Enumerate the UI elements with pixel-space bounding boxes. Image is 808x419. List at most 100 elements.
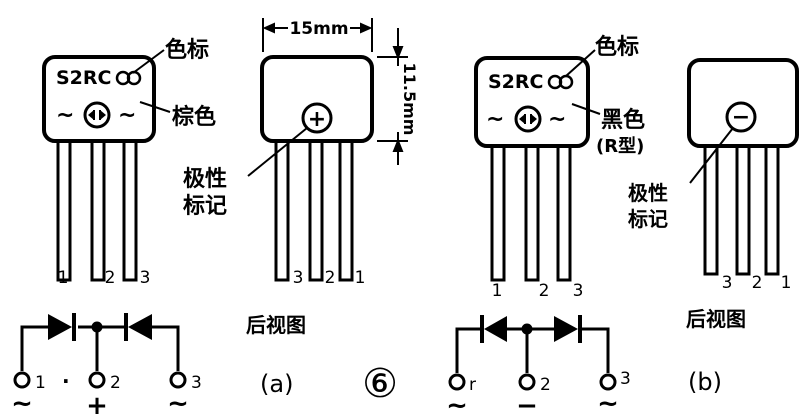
panel-a-rear-leads (274, 138, 354, 282)
panel-b-body-color-label: 黑色 (601, 107, 645, 133)
panel-b-front-pin-label-2: 2 (539, 281, 550, 301)
panel-a-front-leads (56, 138, 138, 282)
lead-1 (338, 138, 354, 282)
panel-b-rear-pin-label-3: 3 (722, 273, 733, 293)
terminal-3 (599, 373, 617, 391)
bridge-symbol-icon (83, 101, 111, 129)
panel-b-terminal-label-3: 3 (620, 369, 631, 389)
panel-b-rear-component: − 3 2 1 (687, 58, 799, 293)
panel-a-polarity-symbol: + (308, 107, 326, 132)
panel-a-rear-pin-label-3: 3 (293, 268, 304, 288)
panel-b-rear-leads (703, 142, 780, 276)
lead-3 (274, 138, 290, 282)
panel-a-rear-pin-label-2: 2 (325, 268, 336, 288)
panel-a-front-pin-label-3: 3 (140, 268, 151, 288)
panel-b-color-mark-label: 色标 (595, 34, 639, 60)
panel-b-terminal-symbol-2: − (516, 391, 538, 419)
panel-b-polarity-symbol: − (732, 105, 750, 130)
panel-a-front-component: S2RC ~ ~ 1 2 3 (42, 55, 156, 288)
ac-tilde-right-icon: ~ (548, 107, 566, 132)
panel-a-front-pin-label-1: 1 (58, 268, 69, 288)
terminal-2 (518, 373, 536, 391)
panel-b-front-leads (490, 142, 572, 282)
panel-b-polarity-label-line2: 标记 (628, 207, 668, 231)
panel-a-terminal-symbol-3: ~ (167, 389, 189, 419)
panel-a-circuit (20, 321, 180, 371)
terminal-3 (169, 371, 187, 389)
terminal-2 (88, 371, 106, 389)
panel-a-color-mark-label: 色标 (165, 37, 209, 63)
lead-2 (735, 142, 751, 276)
panel-b-caption: (b) (688, 368, 722, 396)
panel-b-view-label: 后视图 (686, 307, 746, 331)
panel-b-diode-2-icon (554, 315, 582, 343)
panel-b-terminal-label-2: 2 (540, 375, 551, 395)
panel-b-body-color-leader (571, 103, 601, 115)
terminal-1 (448, 373, 466, 391)
panel-a-view-label: 后视图 (246, 313, 306, 337)
lead-2 (308, 138, 324, 282)
panel-b-front-pin-label-1: 1 (492, 281, 503, 301)
ac-tilde-left-icon: ~ (486, 107, 504, 132)
lead-2 (524, 142, 540, 282)
polarity-minus-circle-icon (725, 101, 757, 133)
panel-a-front-body (42, 55, 156, 143)
ac-tilde-left-icon: ~ (56, 103, 74, 128)
panel-a-color-mark-leader (132, 49, 165, 74)
lead-3 (556, 142, 572, 282)
bridge-symbol-icon (514, 105, 542, 133)
height-dim-label-bg (388, 66, 408, 132)
panel-a-front-pin-label-2: 2 (105, 268, 116, 288)
panel-a-diode-1-icon (48, 313, 76, 341)
panel-a-marking: S2RC (56, 67, 111, 89)
lead-1 (764, 142, 780, 276)
panel-b-terminal-symbol-3: ~ (597, 389, 619, 419)
panel-a-rear-component: + 3 2 1 (260, 55, 374, 288)
panel-a-circuit-separator: · (62, 369, 70, 393)
panel-b-polarity-leader (689, 127, 734, 184)
panel-a-body-color-label: 棕色 (172, 104, 216, 130)
panel-b-terminal-label-1: r (469, 375, 476, 395)
terminal-1 (13, 371, 31, 389)
width-dim-label-bg (288, 18, 350, 38)
panel-b-front-component: S2RC ~ ~ 1 2 3 (474, 56, 590, 301)
lead-2 (90, 138, 106, 282)
panel-a-terminal-label-1: 1 (35, 373, 46, 393)
panel-a-terminal-symbol-2: + (86, 391, 108, 419)
panel-a-terminal-label-3: 3 (191, 373, 202, 393)
panel-a-terminal-label-2: 2 (110, 373, 121, 393)
panel-b-type-label: (R型) (596, 135, 644, 157)
panel-a-rear-body (260, 55, 374, 143)
lead-1 (56, 138, 72, 282)
width-dimension-label: 15mm (289, 19, 348, 39)
panel-a-diode-2-icon (124, 313, 152, 341)
panel-a-terminals (13, 371, 187, 389)
panel-b-terminals (448, 373, 617, 391)
panel-b-rear-pin-label-2: 2 (752, 273, 763, 293)
panel-b-rear-pin-label-1: 1 (781, 273, 792, 293)
panel-b-front-pin-label-3: 3 (573, 281, 584, 301)
panel-a-polarity-label-line1: 极性 (183, 167, 227, 192)
lead-3 (703, 142, 719, 276)
panel-a-polarity-label-line2: 标记 (183, 193, 227, 219)
panel-a-rear-pin-label-1: 1 (355, 268, 366, 288)
panel-b-diode-1-icon (480, 315, 507, 343)
figure-number: ⑥ (362, 361, 398, 407)
panel-b-circuit (455, 323, 610, 373)
panel-b-terminal-symbol-1: ~ (446, 391, 468, 419)
polarity-plus-circle-icon (301, 102, 333, 134)
lead-1 (490, 142, 506, 282)
panel-b-polarity-label-line1: 极性 (628, 181, 668, 205)
height-dimension (377, 28, 408, 165)
panel-a-body-color-leader (139, 101, 171, 113)
lead-3 (122, 138, 138, 282)
height-dimension-label: 11.5mm (400, 63, 419, 136)
panel-b-color-mark-leader (565, 49, 596, 77)
panel-b-marking: S2RC (488, 71, 543, 93)
ac-tilde-right-icon: ~ (118, 103, 136, 128)
panel-a-polarity-leader (247, 127, 308, 177)
panel-a-caption: (a) (260, 370, 293, 398)
panel-a-terminal-symbol-1: ~ (11, 389, 33, 419)
